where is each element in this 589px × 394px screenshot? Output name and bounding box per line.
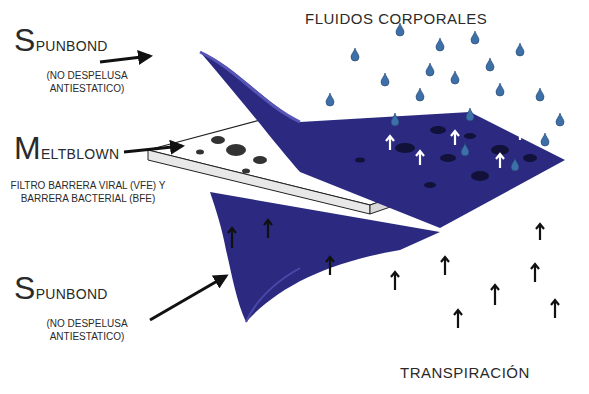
fluid-drop: [391, 113, 399, 126]
flow-arrow: [516, 128, 524, 140]
fluid-label: FLUIDOS CORPORALES: [305, 10, 505, 27]
fluid-drop: [556, 113, 564, 126]
fluid-drop: [461, 143, 469, 156]
fluid-drop: [516, 43, 524, 56]
fluid-drop: [511, 158, 519, 171]
fluid-drop: [436, 38, 444, 51]
top-spunbond-layer: [200, 52, 565, 228]
fluid-drop: [416, 88, 424, 101]
fluid-drop: [451, 71, 459, 84]
flow-arrow: [386, 136, 394, 150]
leader-arrow: [100, 56, 150, 62]
layer-edge: [246, 268, 300, 322]
flow-arrow: [536, 224, 544, 240]
flow-arrows: [228, 128, 559, 328]
flow-arrow: [326, 257, 334, 275]
fluid-drop: [536, 88, 544, 101]
fluid-drop: [466, 108, 474, 121]
fluid-drop: [471, 31, 479, 44]
fluid-drop: [351, 48, 359, 61]
layer-name: SPUNBOND: [14, 24, 154, 56]
fluid-drop: [426, 63, 434, 76]
flow-arrow: [416, 151, 424, 165]
fluid-drop: [326, 93, 334, 106]
fluid-drops: [326, 23, 564, 171]
meltblown-pores: [196, 136, 267, 174]
layer-note: (NO DESPELUSA ANTIESTATICO): [22, 70, 152, 95]
flow-arrow: [264, 220, 272, 238]
fluid-drop: [381, 73, 389, 86]
flow-arrow: [491, 285, 499, 305]
fluid-drop: [486, 58, 494, 71]
perspiration-label: TRANSPIRACIÓN: [400, 364, 580, 381]
flow-arrow: [551, 300, 559, 318]
leader-arrow: [150, 276, 226, 320]
flow-arrow: [454, 310, 462, 328]
layer-note: (NO DESPELUSA ANTIESTATICO): [22, 318, 152, 343]
layer-edge: [200, 52, 300, 122]
fluid-drop: [541, 133, 549, 146]
flow-arrow: [391, 272, 399, 290]
flow-arrow: [228, 228, 236, 248]
layer-name: SPUNBOND: [14, 272, 154, 304]
flow-arrow: [496, 154, 504, 168]
spunbond-pores: [355, 126, 537, 188]
leader-arrow: [124, 146, 182, 152]
flow-arrow: [451, 131, 459, 145]
flow-arrow: [441, 257, 449, 275]
layer-name: MELTBLOWN: [14, 132, 154, 164]
fluid-drop: [496, 83, 504, 96]
layer-note: FILTRO BARRERA VIRAL (VFE) Y BARRERA BAC…: [8, 180, 168, 205]
flow-arrow: [531, 264, 539, 282]
